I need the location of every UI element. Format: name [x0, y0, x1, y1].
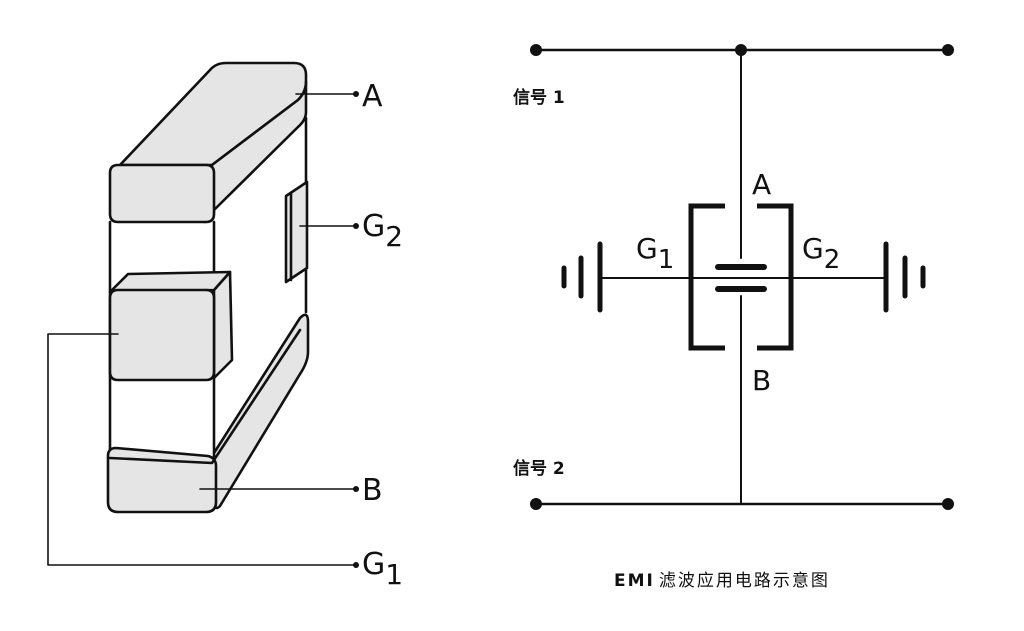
cap-b-front-face: [106, 446, 218, 514]
component-label-g1-sub: 1: [385, 558, 403, 591]
node-signal-2-right: [942, 498, 954, 510]
component-labels: A G2 B G1: [362, 79, 403, 591]
circuit-labels: 信号 1 信号 2 A B G1 G2: [513, 87, 840, 479]
cap-b-band: [108, 328, 302, 465]
circuit-label-g1-sub: 1: [658, 245, 675, 275]
component-3d-drawing: [47, 61, 359, 568]
circuit-label-g2-sub: 2: [824, 245, 841, 275]
signal-2-label: 信号 2: [513, 458, 565, 479]
leader-g1: [47, 333, 355, 566]
component-label-b: B: [362, 473, 383, 508]
leader-dots: [353, 91, 359, 568]
leader-dot-g2: [353, 223, 359, 229]
leader-dot-b: [353, 486, 359, 492]
node-signal-1-left: [530, 44, 542, 56]
leader-lines: [47, 93, 355, 566]
circuit-label-g1: G1: [636, 232, 674, 275]
component-label-g2-sub: 2: [385, 220, 403, 253]
circuit-schematic: [534, 48, 950, 506]
node-signal-1-right: [942, 44, 954, 56]
g2-tab: [284, 180, 309, 284]
caption-prefix: EMI: [614, 571, 655, 591]
circuit-label-g2: G2: [802, 232, 840, 275]
leader-dot-a: [353, 91, 359, 97]
g1-band-front-face: [108, 288, 216, 382]
g1-bracket: [688, 203, 725, 351]
node-signal-2-left: [530, 498, 542, 510]
node-signal-1-junction: [735, 44, 747, 56]
component-label-g1: G1: [362, 547, 403, 591]
g2-bracket: [757, 203, 794, 351]
component-label-g2: G2: [362, 209, 403, 253]
caption-text: 滤波应用电路示意图: [659, 571, 830, 591]
signal-1-label: 信号 1: [513, 87, 565, 108]
component-label-a: A: [362, 79, 383, 114]
leader-dot-g1: [353, 562, 359, 568]
circuit-nodes: [530, 44, 954, 510]
circuit-label-b: B: [752, 364, 771, 397]
circuit-label-a: A: [752, 168, 771, 201]
cap-a-front-face: [108, 163, 216, 224]
